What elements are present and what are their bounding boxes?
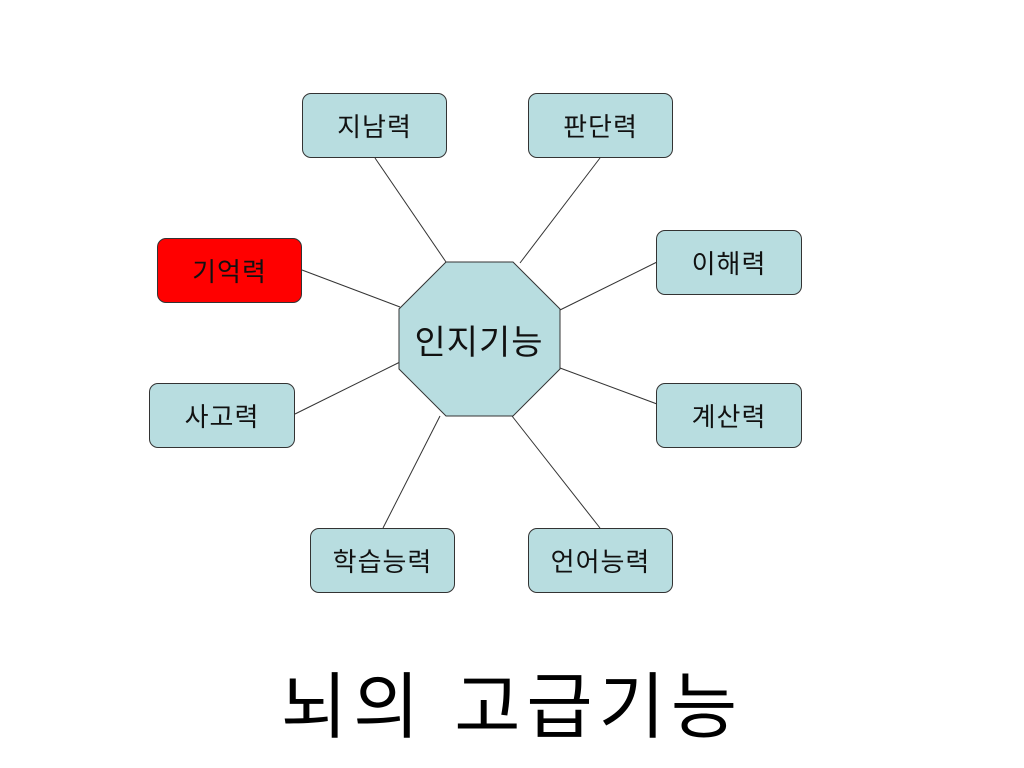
node-judgment: 판단력 — [528, 93, 673, 158]
connector-right-lower — [559, 367, 658, 405]
node-memory: 기억력 — [157, 238, 302, 303]
node-learning: 학습능력 — [310, 528, 455, 593]
connector-top-right — [519, 157, 601, 264]
center-octagon — [398, 261, 561, 417]
node-thinking: 사고력 — [149, 383, 295, 448]
connector-left-lower — [294, 361, 401, 415]
connector-left-upper — [301, 269, 401, 308]
connector-right-upper — [559, 261, 658, 311]
node-orientation: 지남력 — [302, 93, 447, 158]
slide-title: 뇌의 고급기능 — [280, 664, 744, 749]
connector-bottom-left — [382, 415, 441, 529]
center-node-label: 인지기능 — [414, 322, 544, 363]
connector-top-left — [374, 157, 447, 263]
connector-bottom-right — [511, 415, 601, 529]
node-comprehension: 이해력 — [656, 230, 802, 295]
node-language: 언어능력 — [528, 528, 673, 593]
node-calculation: 계산력 — [656, 383, 802, 448]
